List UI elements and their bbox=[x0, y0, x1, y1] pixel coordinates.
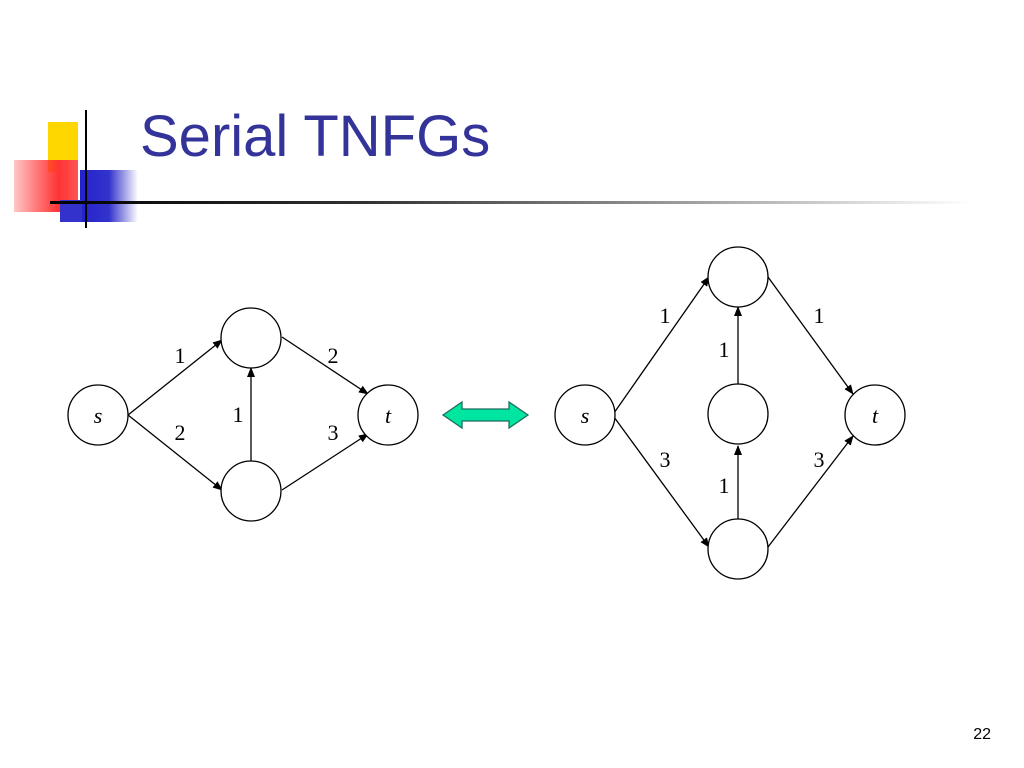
right-graph: s t 1 1 1 3 3 1 bbox=[554, 246, 906, 580]
left-node-bottom bbox=[220, 460, 282, 522]
left-node-t bbox=[357, 384, 419, 446]
left-weight-bottom-top: 1 bbox=[233, 402, 244, 427]
right-source-label: s bbox=[581, 403, 590, 428]
left-node-top bbox=[220, 307, 282, 369]
left-source-label: s bbox=[94, 403, 103, 428]
right-weight-top-t: 1 bbox=[814, 303, 825, 328]
slide-title: Serial TNFGs bbox=[140, 104, 491, 169]
left-edge-s-bottom bbox=[127, 414, 223, 491]
right-sink-label: t bbox=[872, 403, 879, 428]
left-weight-s-bottom: 2 bbox=[175, 420, 186, 445]
right-weight-middle-top: 1 bbox=[719, 337, 730, 362]
right-node-top bbox=[707, 246, 769, 308]
right-weight-bottom-middle: 1 bbox=[719, 473, 730, 498]
blue-square-lower bbox=[60, 200, 82, 222]
left-weight-top-t: 2 bbox=[328, 343, 339, 368]
double-arrow-icon bbox=[441, 400, 530, 430]
title-underline bbox=[50, 201, 970, 204]
left-edge-s-top bbox=[127, 339, 223, 416]
right-weight-s-bottom: 3 bbox=[660, 447, 671, 472]
right-edge-bottom-t bbox=[767, 435, 854, 548]
left-weight-bottom-t: 3 bbox=[328, 420, 339, 445]
corner-decoration bbox=[14, 110, 138, 228]
left-graph: s t 1 2 1 2 3 bbox=[67, 307, 419, 522]
right-edge-top-t bbox=[767, 276, 854, 395]
left-node-s bbox=[67, 384, 129, 446]
right-node-middle bbox=[707, 383, 769, 445]
left-sink-label: t bbox=[385, 403, 392, 428]
page-number: 22 bbox=[973, 726, 991, 743]
right-weight-s-top: 1 bbox=[660, 303, 671, 328]
left-edge-bottom-t bbox=[281, 433, 369, 491]
left-weight-s-top: 1 bbox=[175, 343, 186, 368]
right-weight-bottom-t: 3 bbox=[814, 447, 825, 472]
left-edge-top-t bbox=[281, 336, 369, 395]
blue-square bbox=[80, 170, 138, 222]
right-node-s bbox=[554, 384, 616, 446]
right-edge-s-bottom bbox=[613, 416, 710, 548]
right-node-bottom bbox=[707, 518, 769, 580]
right-edge-s-top bbox=[613, 276, 710, 414]
right-node-t bbox=[844, 384, 906, 446]
